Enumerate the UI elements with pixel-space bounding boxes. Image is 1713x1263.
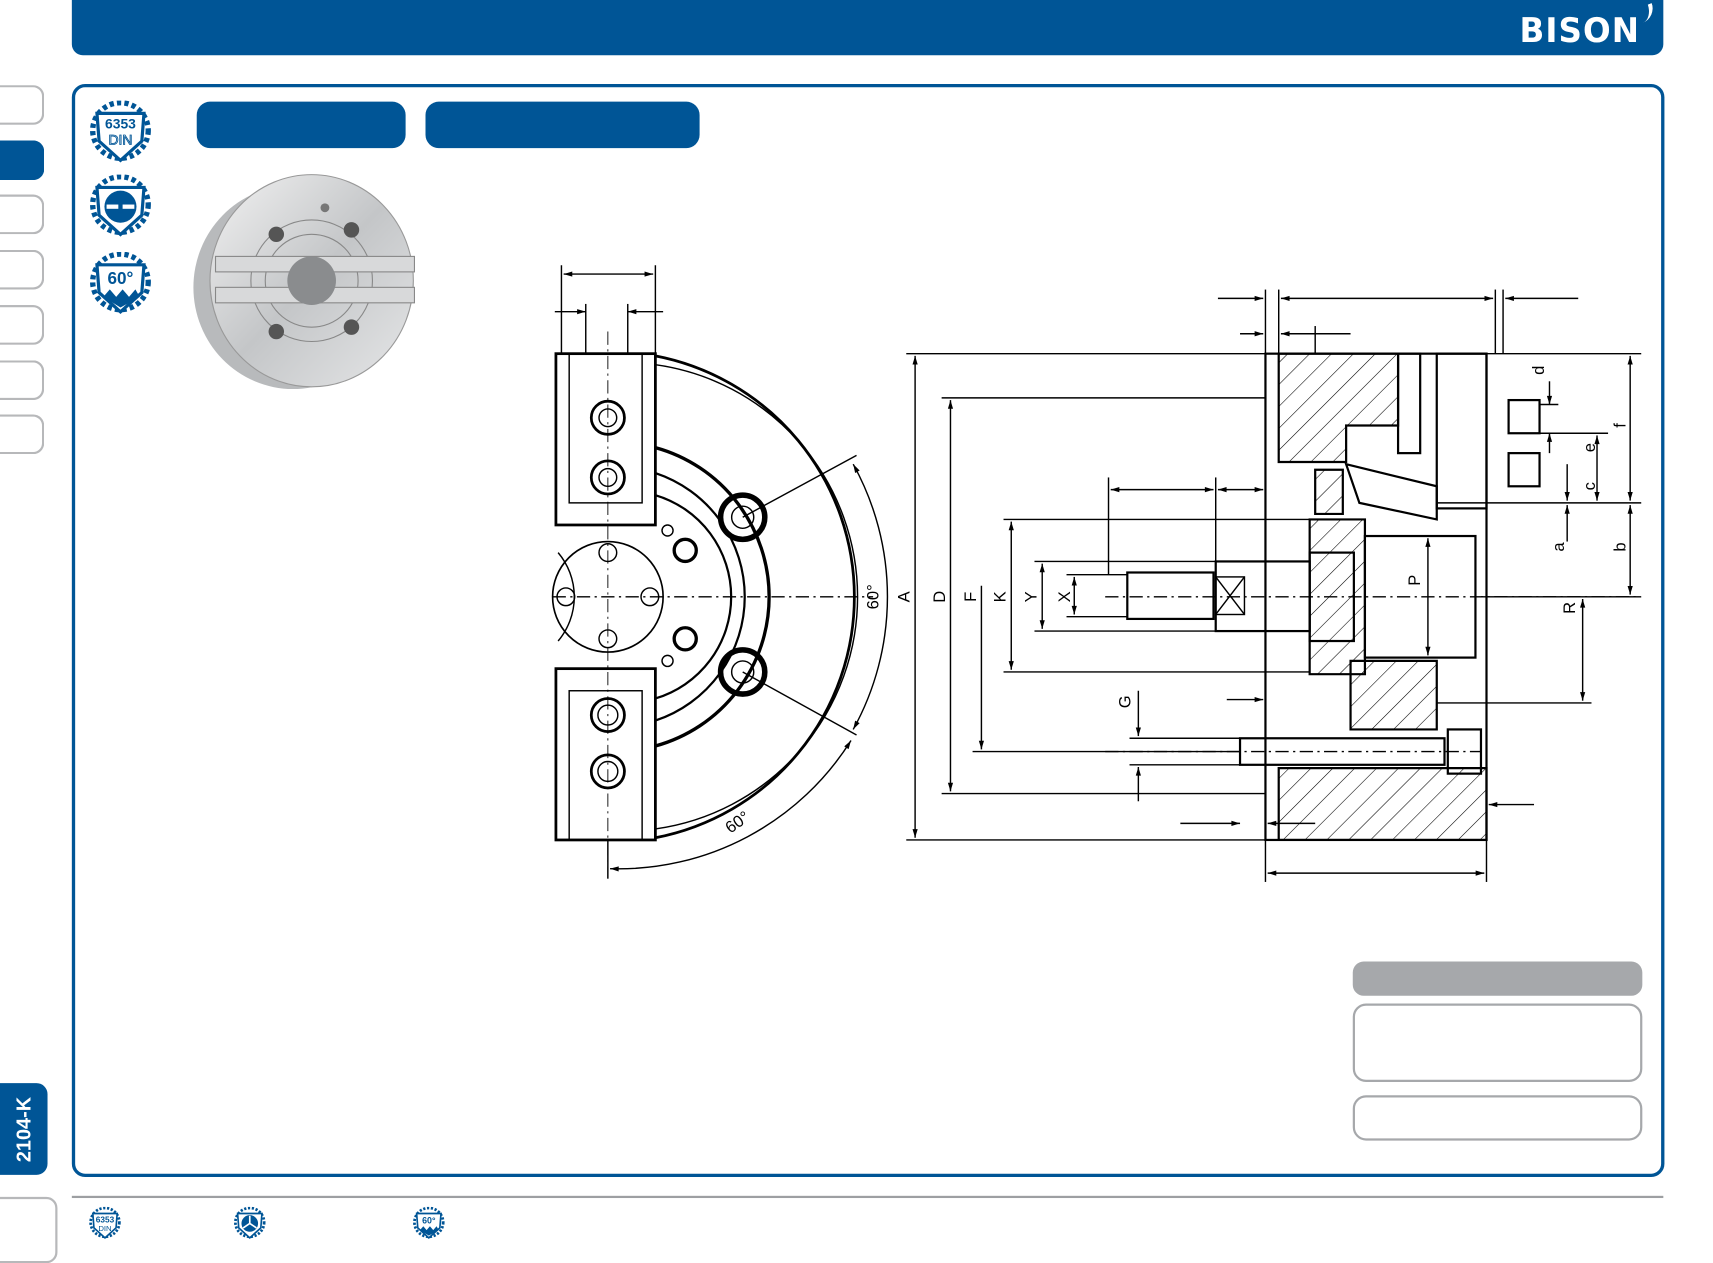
- footer-tab[interactable]: [0, 1196, 58, 1263]
- svg-text:F: F: [961, 592, 980, 602]
- sidebar-tab-7[interactable]: [0, 414, 45, 455]
- front-view: [551, 265, 889, 879]
- footer-din-6353-badge-icon: 6353 DIN: [89, 1206, 121, 1239]
- sidebar-tab-5[interactable]: [0, 305, 45, 345]
- spec-header-bar: [1352, 961, 1643, 996]
- svg-text:K: K: [991, 591, 1010, 602]
- svg-text:DIN: DIN: [98, 1224, 111, 1233]
- svg-text:D: D: [930, 591, 949, 603]
- svg-text:f: f: [1611, 423, 1630, 428]
- sidebar-tab-2-active[interactable]: [0, 140, 45, 181]
- din-6353-badge-icon: 6353 DIN: [90, 100, 151, 163]
- svg-text:60°: 60°: [108, 269, 134, 288]
- sidebar-tab-4[interactable]: [0, 249, 45, 290]
- footer-divider: [71, 1195, 1664, 1199]
- spec-box-2: [1352, 1095, 1643, 1141]
- header-pill-1: [196, 101, 406, 149]
- footer-three-jaw-badge-icon: [234, 1206, 266, 1239]
- svg-text:R: R: [1560, 602, 1579, 614]
- svg-text:6353: 6353: [105, 115, 136, 131]
- spec-box-1: [1352, 1003, 1643, 1082]
- svg-text:e: e: [1580, 443, 1599, 452]
- sidebar-tab-3[interactable]: [0, 194, 45, 235]
- svg-text:X: X: [1055, 591, 1074, 602]
- serration-60-badge-icon: 60°: [90, 251, 151, 314]
- svg-text:G: G: [1116, 695, 1135, 708]
- footer-serration-60-badge-icon: 60°: [413, 1206, 445, 1239]
- svg-text:60°: 60°: [422, 1215, 436, 1225]
- sidebar-tab-1[interactable]: [0, 85, 45, 125]
- two-jaw-badge-icon: [90, 174, 151, 237]
- side-section-view: [906, 289, 1642, 882]
- content-panel: [71, 83, 1665, 1178]
- bison-logo: BISON: [1520, 2, 1657, 51]
- svg-text:Y: Y: [1022, 591, 1041, 602]
- chuck-product-photo: [193, 174, 416, 390]
- svg-text:a: a: [1549, 542, 1568, 552]
- svg-text:A: A: [895, 590, 914, 602]
- svg-text:c: c: [1580, 482, 1599, 490]
- svg-text:DIN: DIN: [109, 131, 133, 147]
- svg-text:6353: 6353: [96, 1215, 115, 1224]
- svg-text:P: P: [1405, 575, 1424, 586]
- svg-text:b: b: [1611, 542, 1630, 551]
- sidebar-tab-6[interactable]: [0, 360, 45, 401]
- page-header-bar: BISON: [71, 0, 1664, 56]
- svg-text:d: d: [1529, 366, 1548, 375]
- svg-text:60°: 60°: [864, 584, 883, 609]
- product-code-tab[interactable]: 2104-K: [0, 1083, 48, 1175]
- header-pill-2: [425, 101, 700, 149]
